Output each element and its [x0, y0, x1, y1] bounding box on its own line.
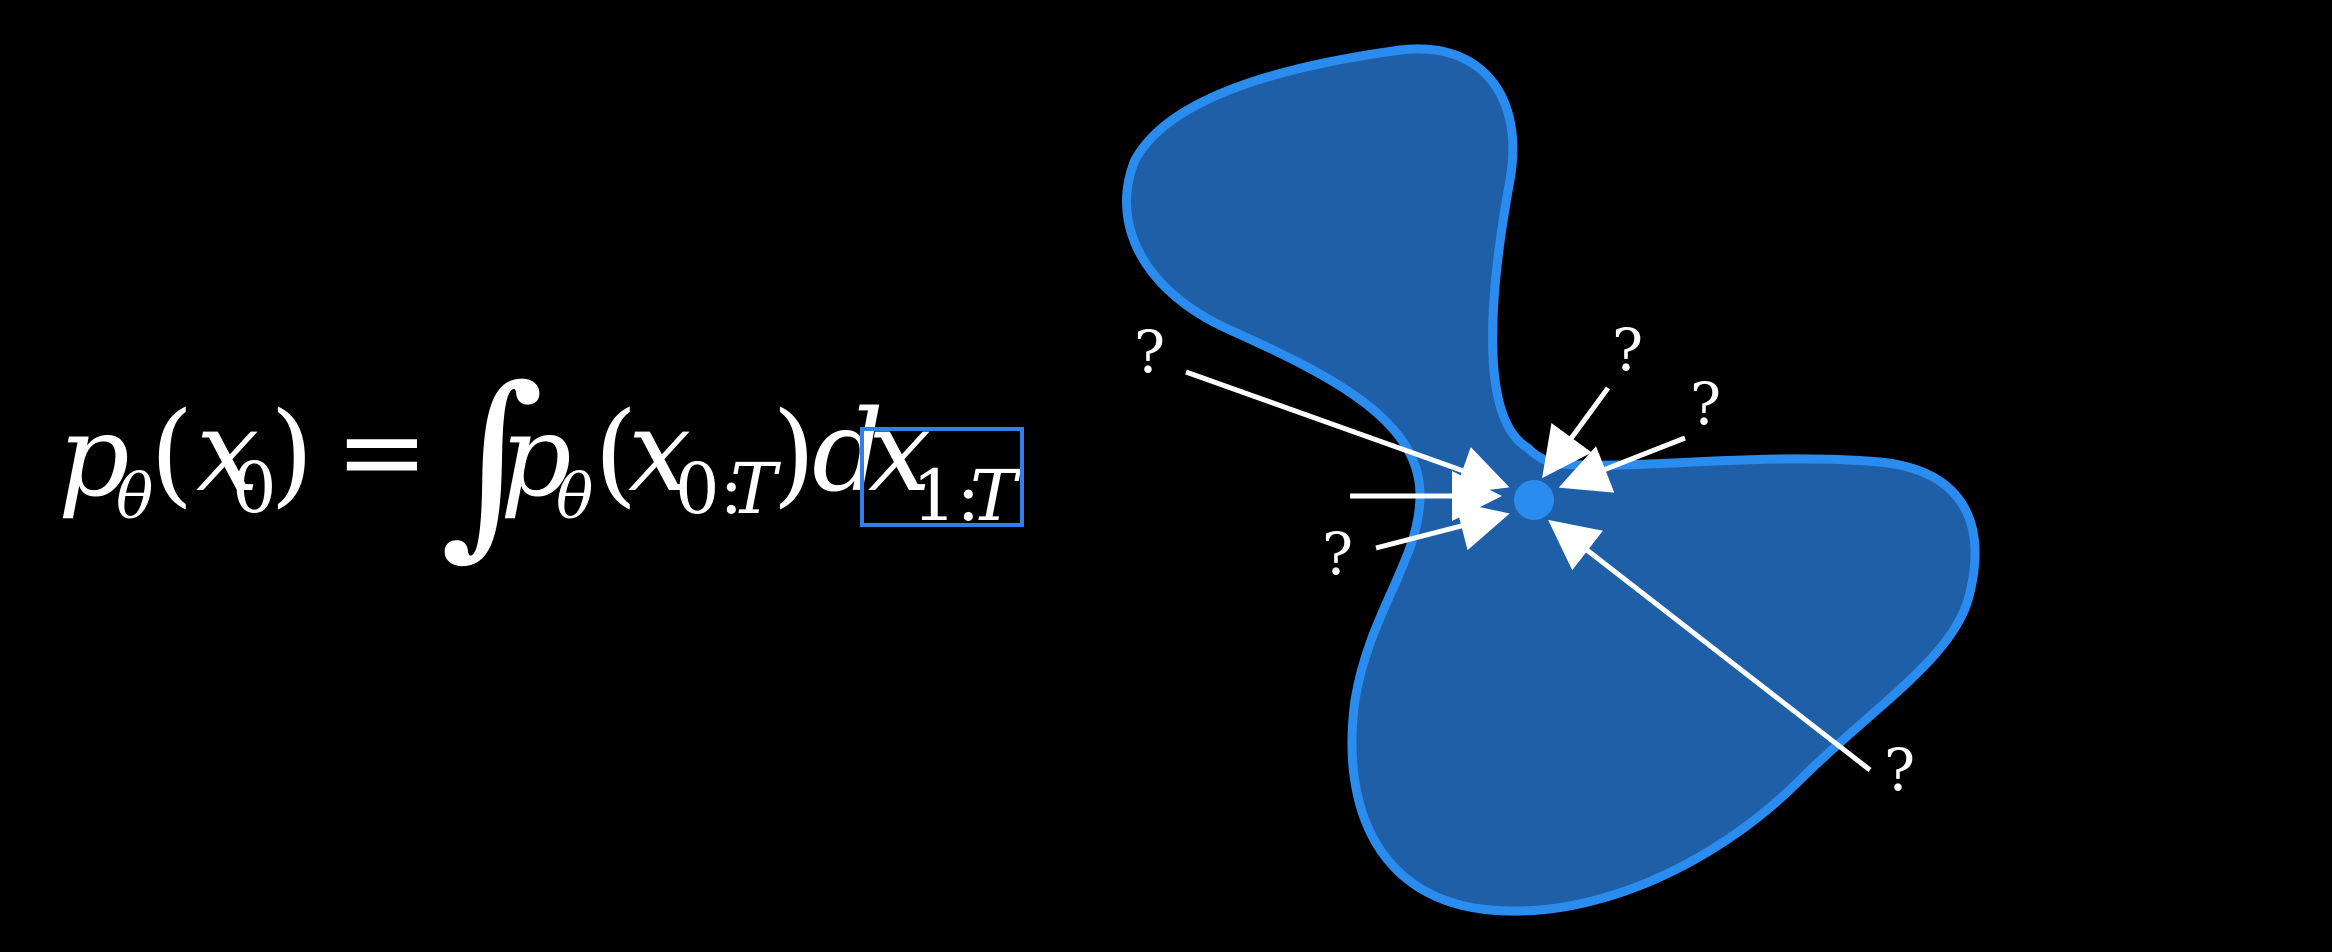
equation-lhs-p: p: [58, 392, 130, 522]
equation-rhs-open-paren: (: [594, 389, 638, 519]
highlight-box: [860, 427, 1024, 527]
arrow-from-top-right: [1558, 435, 1686, 493]
equation-equals-sign: =: [335, 387, 429, 517]
equation-lhs-subscript: 0: [232, 447, 277, 529]
equation-differential-d: d: [812, 387, 884, 517]
question-mark-left-top: ?: [1134, 318, 1165, 386]
equation-lhs-open-paren: (: [150, 389, 194, 519]
equation-rhs-subscript-t: T: [730, 448, 781, 530]
arrow-from-bottom-right: [1548, 519, 1872, 772]
integral-sign: ∫: [440, 345, 544, 578]
question-mark-left-bottom: ?: [1322, 520, 1353, 588]
equation-rhs-close-paren: ): [772, 389, 816, 519]
arrow-from-top: [1542, 386, 1611, 479]
question-mark-bottom-right: ?: [1884, 736, 1915, 804]
equation-lhs-close-paren: ): [270, 389, 314, 519]
equation-rhs-p: p: [500, 392, 572, 522]
equation-rhs-x: x: [628, 387, 691, 517]
arrow-from-left-top: [1185, 369, 1510, 495]
equation-lhs-theta: θ: [116, 460, 153, 533]
distribution-blob: [1122, 44, 1980, 916]
question-mark-top-right: ?: [1690, 370, 1721, 438]
equation-lhs-x: x: [196, 387, 259, 517]
distribution-diagram: ? ? ? ? ?: [1122, 44, 1980, 916]
equation-rhs-theta: θ: [556, 460, 593, 533]
question-mark-top: ?: [1612, 316, 1643, 384]
equation-rhs-subscript-range: 0:: [675, 448, 743, 530]
target-point: [1514, 480, 1554, 520]
equation-differential-x: x: [868, 387, 931, 517]
arrow-from-left-bottom: [1375, 501, 1510, 551]
equation: p θ ( x 0 ) = ∫ p θ ( x 0: T ) d x 1: T: [58, 345, 1024, 578]
